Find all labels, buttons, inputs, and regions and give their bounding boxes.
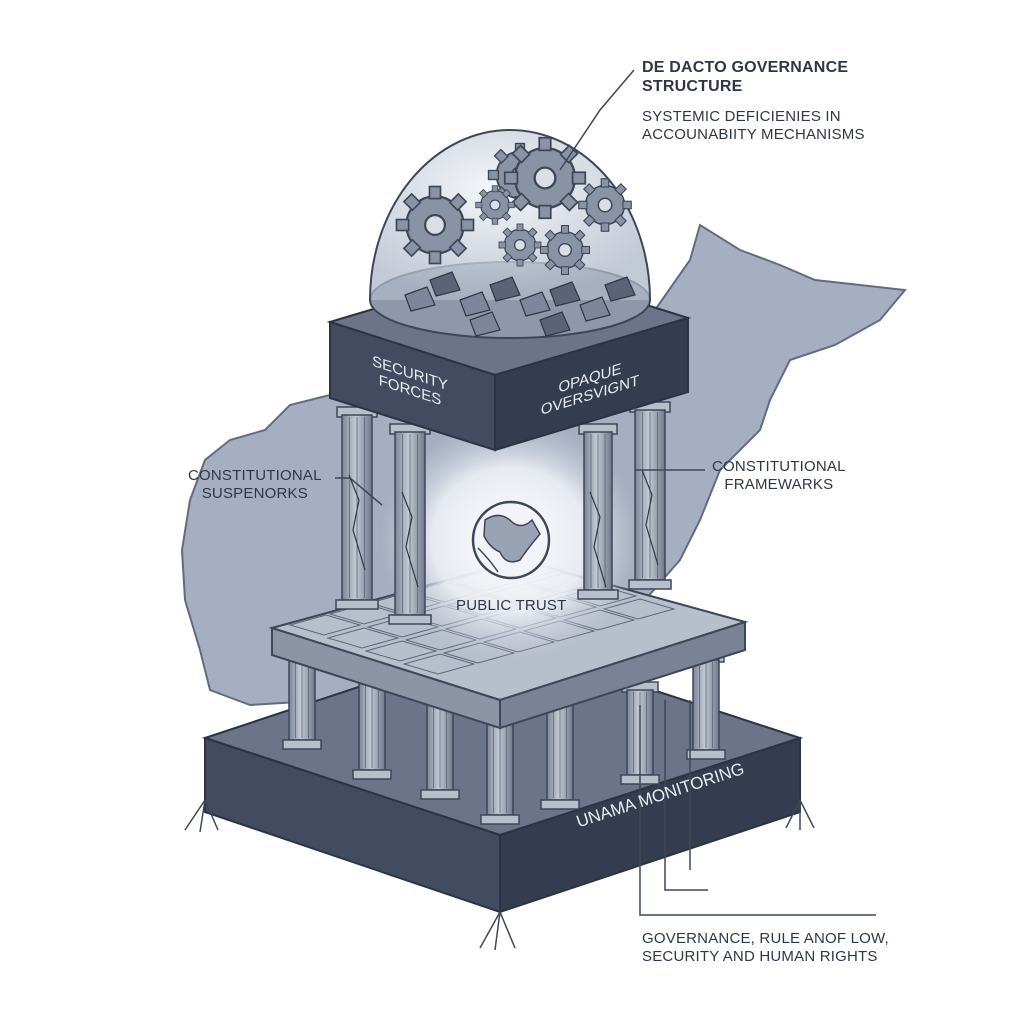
- bottom-caption: GOVERNANCE, RULE ANOF LOW, SECURITY AND …: [642, 930, 889, 966]
- right-label-line-2: FRAMEWARKS: [724, 476, 834, 493]
- upper-colonnade: [335, 401, 672, 625]
- gear-icon: [475, 185, 515, 225]
- column-icon: [628, 401, 672, 590]
- center-label: PUBLIC TRUST: [456, 597, 567, 614]
- column-icon: [686, 651, 726, 760]
- gear-icon: [578, 178, 632, 232]
- left-label-line-2: SUSPENORKS: [201, 485, 308, 502]
- right-label-line-1: CONSTITUTIONAL: [712, 458, 846, 475]
- left-label: CONSTITUTIONAL SUSPENORKS: [188, 467, 322, 503]
- top-title-line-2: STRUCTURE: [642, 78, 743, 96]
- gear-icon: [498, 223, 542, 267]
- gear-icon: [539, 224, 591, 276]
- globe-icon: [471, 500, 551, 580]
- top-subtitle-line-2: ACCOUNABIITY MECHANISMS: [642, 126, 865, 143]
- base-legs: [184, 799, 815, 951]
- top-title: DE DACTO GOVERNANCE STRUCTURE: [642, 58, 848, 96]
- left-label-line-1: CONSTITUTIONAL: [188, 467, 322, 484]
- gear-icon: [395, 185, 475, 265]
- callout-lines: [335, 69, 876, 916]
- bottom-caption-line-1: GOVERNANCE, RULE ANOF LOW,: [642, 930, 889, 947]
- dome-rubble: [404, 271, 636, 337]
- bottom-caption-line-2: SECURITY AND HUMAN RIGHTS: [642, 948, 878, 965]
- top-subtitle: SYSTEMIC DEFICIENIES IN ACCOUNABIITY MEC…: [642, 108, 865, 144]
- top-subtitle-line-1: SYSTEMIC DEFICIENIES IN: [642, 108, 841, 125]
- right-label: CONSTITUTIONAL FRAMEWARKS: [712, 458, 846, 494]
- column-icon: [335, 406, 379, 610]
- column-icon: [388, 423, 432, 625]
- column-icon: [577, 423, 619, 600]
- top-title-line-1: DE DACTO GOVERNANCE: [642, 59, 849, 76]
